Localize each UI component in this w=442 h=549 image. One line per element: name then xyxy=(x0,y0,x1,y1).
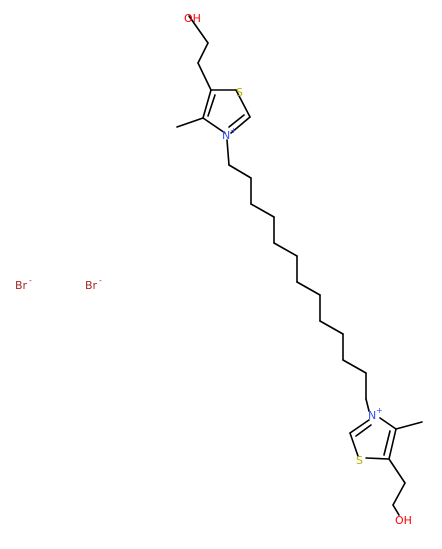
nitrogen-charge-top: + xyxy=(230,126,237,135)
bond xyxy=(383,430,391,456)
bond xyxy=(349,419,370,434)
bond xyxy=(379,417,397,430)
bond xyxy=(176,117,204,128)
bond xyxy=(202,117,226,134)
bromide-charge-2: - xyxy=(99,276,102,285)
bond xyxy=(273,242,298,257)
bond xyxy=(230,116,251,134)
bond xyxy=(388,428,397,460)
bond xyxy=(202,89,212,119)
atom-labels: OH S N + N + S OH Br - Br - xyxy=(15,12,412,527)
hydroxyl-label-top: OH xyxy=(184,12,201,25)
nitrogen-charge-bottom: + xyxy=(376,406,383,415)
bond xyxy=(197,42,209,64)
sulfur-label-top: S xyxy=(236,86,243,99)
bond xyxy=(349,432,359,457)
bond xyxy=(342,359,367,374)
bromide-charge-1: - xyxy=(29,276,32,285)
bond xyxy=(319,320,344,335)
nitrogen-label-bottom: N xyxy=(368,409,376,422)
bromide-ion-1: Br xyxy=(15,279,28,292)
bond xyxy=(365,398,370,412)
bond xyxy=(388,458,406,484)
bond xyxy=(207,94,216,117)
bond xyxy=(296,281,321,296)
bond xyxy=(250,203,275,218)
bond xyxy=(395,421,423,430)
bond xyxy=(392,504,400,516)
bond xyxy=(188,15,209,44)
bond xyxy=(365,457,390,460)
bond xyxy=(392,482,406,506)
bromide-ion-2: Br xyxy=(85,279,98,292)
bond xyxy=(228,164,252,179)
bond xyxy=(355,424,372,437)
bond xyxy=(235,89,251,118)
bond xyxy=(197,62,212,91)
hydroxyl-label-bottom: OH xyxy=(395,514,412,527)
bonds xyxy=(176,15,423,516)
bond xyxy=(226,139,230,166)
nitrogen-label-top: N xyxy=(222,129,230,142)
bond xyxy=(228,114,245,128)
sulfur-label-bottom: S xyxy=(356,454,363,467)
